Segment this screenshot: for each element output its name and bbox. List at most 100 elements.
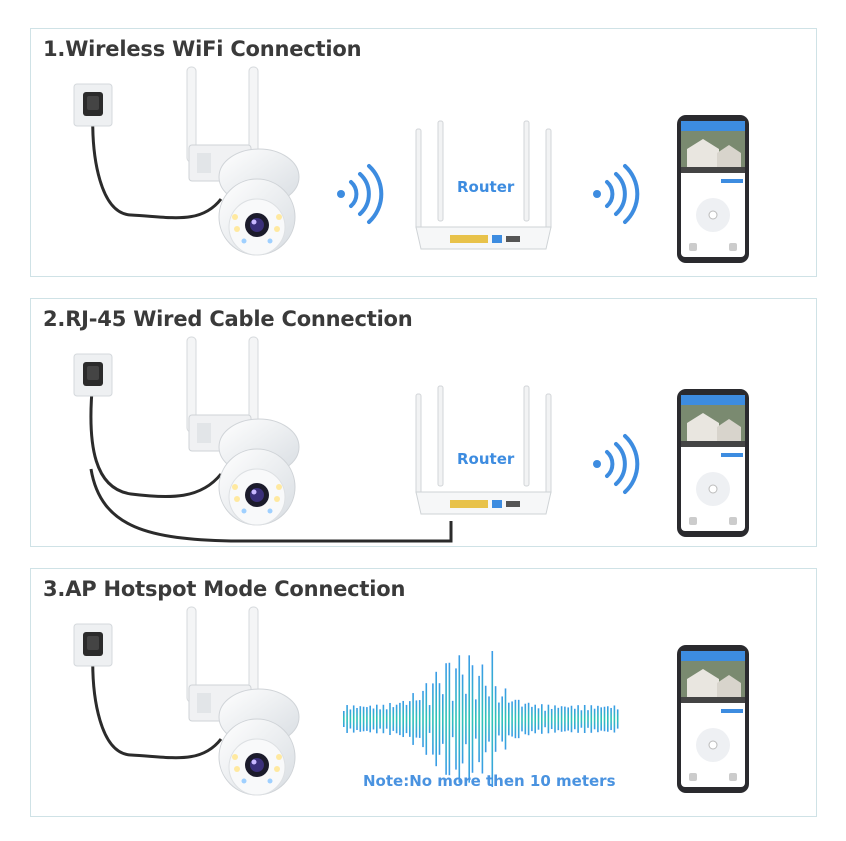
power-cable xyxy=(89,378,223,499)
wave-bar xyxy=(346,705,348,733)
wifi-signal-icon xyxy=(335,164,384,224)
wave-bar xyxy=(577,705,579,733)
wave-bar xyxy=(547,704,550,734)
wifi-signal-icon xyxy=(591,164,640,224)
wave-bar xyxy=(435,671,437,767)
wave-bar xyxy=(491,651,494,787)
ap-hotspot-diagram xyxy=(73,606,750,796)
wave-bar xyxy=(458,655,461,783)
wave-bar xyxy=(501,696,503,742)
wave-bar xyxy=(359,706,362,732)
wave-bar xyxy=(389,702,391,736)
wave-bar xyxy=(583,704,586,734)
wave-bar xyxy=(504,688,507,750)
wave-bar xyxy=(438,683,441,755)
panel-ap-hotspot: 3.AP Hotspot Mode Connection Note:No mor… xyxy=(30,568,817,817)
wave-bar xyxy=(610,707,612,731)
wave-bar xyxy=(399,702,401,736)
wave-bar xyxy=(537,708,540,730)
wave-bar xyxy=(587,710,589,728)
panel-title: 3.AP Hotspot Mode Connection xyxy=(43,577,406,601)
wave-bar xyxy=(471,665,474,773)
wave-bar xyxy=(442,694,444,744)
wave-bar xyxy=(511,701,513,737)
wave-bar xyxy=(607,706,609,732)
camera-icon xyxy=(186,336,300,526)
wave-bar xyxy=(385,709,388,729)
smartphone-icon xyxy=(676,644,750,794)
wave-bar xyxy=(603,706,606,732)
router-label: Router xyxy=(457,450,515,468)
wifi-signal-icon xyxy=(591,434,640,494)
panel-title: 2.RJ-45 Wired Cable Connection xyxy=(43,307,413,331)
wired-connection-diagram xyxy=(73,336,750,543)
wave-bar xyxy=(352,705,355,733)
wave-bar xyxy=(554,705,556,733)
wave-bar xyxy=(445,663,447,775)
wave-bar xyxy=(425,683,428,755)
wave-bar xyxy=(402,700,404,738)
wave-bar xyxy=(600,707,602,731)
ethernet-cable xyxy=(89,468,453,543)
power-plug-icon xyxy=(73,623,113,667)
wave-bar xyxy=(580,710,583,728)
wave-bar xyxy=(517,699,520,739)
wave-bar xyxy=(382,704,385,734)
wave-bar xyxy=(514,699,517,739)
wave-bar xyxy=(564,706,566,732)
wave-bar xyxy=(494,686,497,752)
wave-bar xyxy=(550,708,553,730)
camera-icon xyxy=(186,66,300,256)
wave-bar xyxy=(534,704,536,734)
wave-bar xyxy=(432,683,434,755)
wave-bar xyxy=(521,706,523,732)
wave-bar xyxy=(478,675,480,763)
power-plug-icon xyxy=(73,353,113,397)
wave-bar xyxy=(415,700,418,738)
wave-bar xyxy=(560,706,563,732)
wave-bar xyxy=(405,704,408,734)
wave-bar xyxy=(557,707,560,731)
panel-title: 1.Wireless WiFi Connection xyxy=(43,37,362,61)
wave-bar xyxy=(488,696,490,742)
wave-bar xyxy=(570,705,573,733)
wave-bar xyxy=(448,662,451,776)
wave-bar xyxy=(468,655,470,783)
wave-bar xyxy=(498,702,500,736)
power-cable xyxy=(91,648,223,760)
wave-bar xyxy=(541,704,543,734)
wave-bar xyxy=(428,705,431,733)
wave-bar xyxy=(376,704,378,734)
wave-bar xyxy=(418,700,421,738)
wave-bar xyxy=(465,693,467,745)
wave-bar xyxy=(475,699,477,739)
smartphone-icon xyxy=(676,114,750,264)
wave-bar xyxy=(451,700,454,738)
wave-bar xyxy=(379,709,381,729)
wave-bar xyxy=(369,705,371,733)
wave-bar xyxy=(372,708,375,730)
sound-wave-icon xyxy=(343,651,619,787)
wave-bar xyxy=(409,701,411,737)
wave-bar xyxy=(508,702,510,736)
wave-bar xyxy=(524,703,527,735)
wave-bar xyxy=(613,705,616,733)
wave-bar xyxy=(343,710,345,728)
panel-wifi-connection: 1.Wireless WiFi Connection Router xyxy=(30,28,817,277)
wave-bar xyxy=(412,693,414,745)
power-cable xyxy=(91,108,223,220)
router-label: Router xyxy=(457,178,515,196)
wave-bar xyxy=(422,690,424,748)
wave-bar xyxy=(616,709,619,729)
wave-bar xyxy=(597,705,599,733)
wave-bar xyxy=(392,707,395,731)
distance-note: Note:No more then 10 meters xyxy=(363,772,616,790)
smartphone-icon xyxy=(676,388,750,538)
wave-bar xyxy=(349,709,352,729)
wave-bar xyxy=(455,668,457,770)
power-plug-icon xyxy=(73,83,113,127)
wifi-connection-diagram xyxy=(73,66,750,264)
wave-bar xyxy=(593,708,596,730)
wave-bar xyxy=(527,702,530,736)
wave-bar xyxy=(574,708,576,730)
